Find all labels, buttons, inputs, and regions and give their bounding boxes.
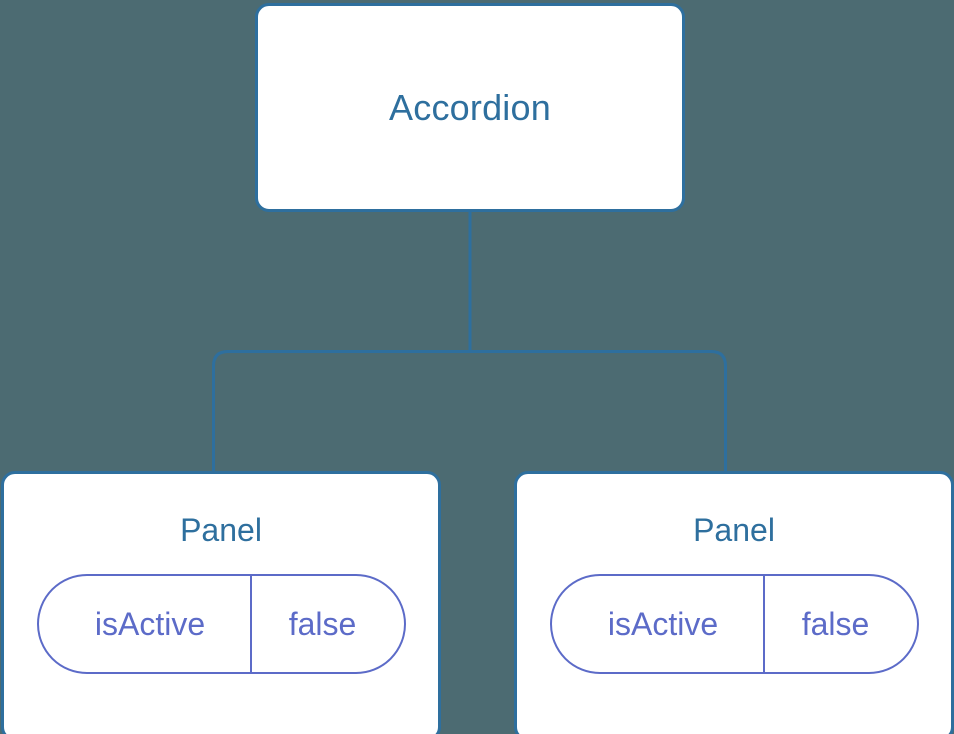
node-panel-right[interactable]: Panel isActive false (514, 471, 954, 734)
node-panel-left-title: Panel (180, 512, 262, 548)
state-key-left: isActive (39, 576, 252, 672)
node-accordion[interactable]: Accordion (255, 3, 685, 212)
node-accordion-title: Accordion (389, 86, 551, 128)
state-value-right: false (801, 606, 870, 642)
state-badge-left[interactable]: isActive false (36, 574, 406, 674)
connector-branch-right (470, 350, 727, 474)
state-value-left: false (288, 606, 357, 642)
node-panel-right-title: Panel (693, 512, 775, 548)
node-panel-left[interactable]: Panel isActive false (1, 471, 441, 734)
connector-branch-left (212, 350, 470, 474)
state-badge-right[interactable]: isActive false (549, 574, 919, 674)
state-key-right: isActive (552, 576, 765, 672)
